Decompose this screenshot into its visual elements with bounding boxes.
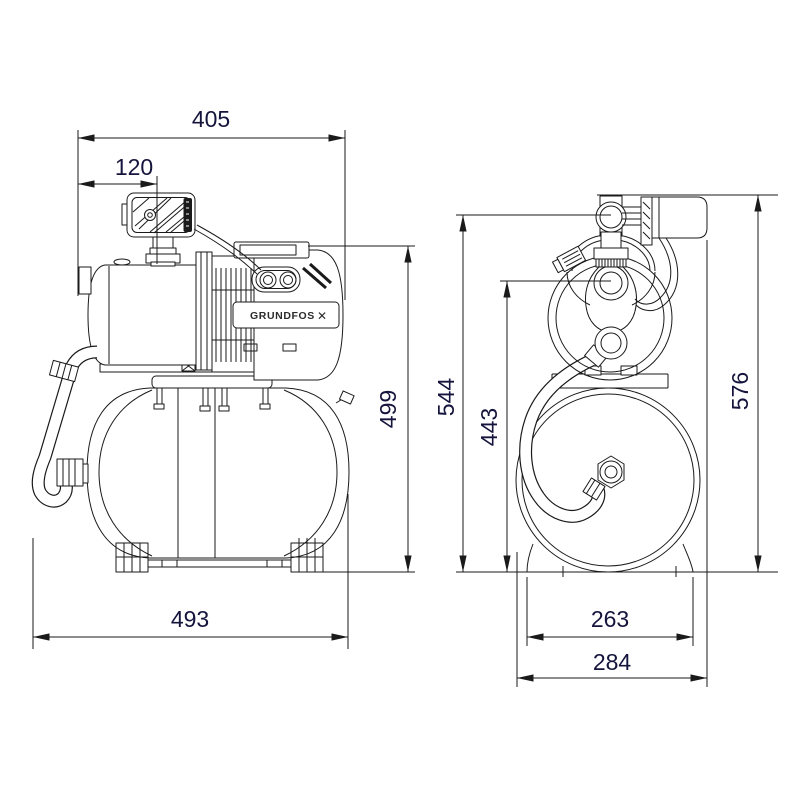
extension-lines: [516, 240, 708, 687]
switch-boss: [150, 261, 176, 267]
brand-logo-mark: ✕: [317, 309, 327, 323]
pressure-switch: [121, 192, 196, 267]
priming-port-bore: [599, 271, 623, 295]
pump-suction-port: [78, 266, 92, 295]
fitting-bore: [604, 465, 618, 479]
switch-screw: [144, 209, 156, 221]
pipe-ball-inner: [599, 205, 623, 229]
pump-casing-front: [547, 255, 673, 381]
tank-base-bar: [148, 559, 291, 568]
dimension-switch-offset: 120: [78, 154, 158, 264]
side-view: GRUNDFOS ✕: [31, 106, 415, 649]
switch-stem-lines: [622, 206, 641, 226]
dimension-base-width: 263: [526, 577, 694, 646]
tank-weld-seams: [177, 388, 216, 558]
tank-center-fitting: [597, 455, 625, 489]
pipe-core: [32, 346, 98, 507]
pump-body: [87, 264, 197, 366]
dimension-base-length: 493: [32, 494, 349, 649]
dimension-overall-length: 405: [77, 106, 346, 300]
saddle-bracket: [151, 375, 273, 412]
union-nut-bottom: [56, 458, 89, 487]
tank-skirt: [526, 543, 694, 577]
switch-label-strip: [183, 198, 192, 232]
tank-inner-circle: [521, 393, 695, 567]
flange-clamp: [195, 251, 213, 371]
brand-logo-text: GRUNDFOS: [250, 310, 315, 322]
pump-top-plug: [113, 258, 131, 266]
dimension-label: 120: [115, 154, 153, 180]
bracket-hatch: [642, 201, 651, 240]
pipe-to-tank: [31, 345, 98, 508]
union-nut-top: [49, 359, 79, 383]
flex-hose: [519, 354, 606, 523]
dimension-overall-width: 284: [516, 240, 708, 687]
dimension-label: 576: [727, 372, 753, 410]
hose-connector: [582, 477, 606, 501]
collar-hatch-band: [595, 258, 627, 268]
switch-cable: [193, 224, 262, 275]
dimension-label: 443: [476, 408, 502, 446]
motor-vent-slot: [243, 343, 258, 352]
reference-lines: [308, 245, 415, 573]
switch-screw-center: [147, 212, 153, 218]
dimension-height-544: 544: [433, 214, 611, 572]
tank-foot-right: [290, 538, 324, 573]
tank-dome-seams: [98, 389, 338, 557]
junction-shadow-lines: [302, 262, 333, 290]
hex-nut: [597, 455, 625, 489]
dimension-label: 493: [171, 606, 209, 632]
flange-lines: [200, 252, 208, 370]
pressure-tank: [86, 375, 355, 573]
tank-air-valve: [335, 390, 355, 405]
switch-nut: [149, 247, 177, 255]
switch-bracket: [640, 196, 653, 246]
dimension-label: 499: [375, 390, 401, 428]
dimension-label: 405: [192, 106, 230, 132]
motor-vent-slot: [282, 343, 297, 352]
discharge-column: [593, 195, 629, 268]
drain-port-bore: [600, 332, 622, 354]
terminal-box: [233, 241, 310, 259]
hose-core: [520, 355, 605, 522]
dimension-label: 284: [593, 649, 632, 675]
dimension-overall-height: 576: [456, 194, 778, 573]
clamp-screw: [552, 245, 587, 274]
switch-housing-front: [651, 196, 708, 239]
dimension-height-443: 443: [476, 280, 611, 572]
switch-stem: [152, 236, 174, 249]
dimension-height-499: 499: [308, 245, 415, 573]
tank-outline: [86, 387, 350, 559]
drain-port: [594, 326, 628, 360]
extension-lines: [77, 130, 346, 300]
dimension-label: 544: [433, 378, 459, 417]
pressure-switch-front: [622, 196, 708, 312]
clamp-band: [552, 234, 656, 306]
tank-foot-left: [115, 542, 149, 573]
cable-gland: [251, 266, 301, 293]
switch-cables-front: [634, 237, 679, 312]
column-lower: [600, 231, 622, 249]
pump-and-motor: GRUNDFOS ✕: [78, 241, 344, 381]
extension-lines: [32, 494, 349, 649]
switch-side-tab: [121, 203, 128, 226]
front-view: 544 443 576 263 284: [433, 194, 778, 687]
reference-lines: [456, 194, 778, 573]
nameplate: GRUNDFOS ✕: [232, 301, 340, 329]
dimension-label: 263: [591, 606, 629, 632]
fitting-ring: [599, 460, 623, 484]
collar: [593, 247, 629, 260]
priming-port: [593, 265, 629, 301]
